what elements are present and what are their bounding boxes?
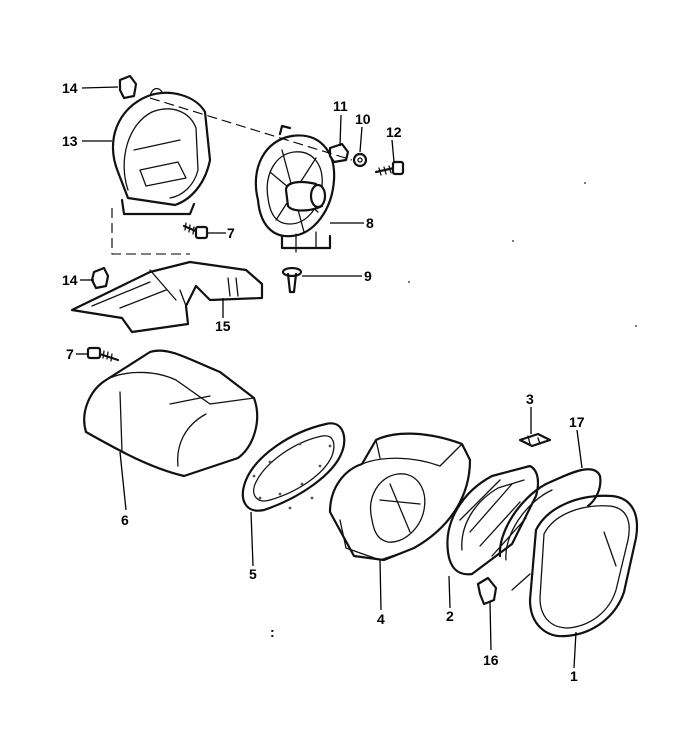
duct-bracket-part — [70, 260, 264, 334]
fan-housing-part — [328, 432, 472, 562]
callout-2: 2 — [446, 608, 454, 624]
bolt-7-upper-part — [182, 222, 209, 240]
scan-specks — [408, 182, 637, 327]
gasket-part — [241, 422, 346, 512]
bolt-12-part — [374, 160, 405, 176]
callout-14-lower: 14 — [62, 272, 78, 288]
nut-11-part — [328, 142, 350, 164]
bolt-7-lower-part — [86, 346, 120, 362]
callout-16: 16 — [483, 652, 499, 668]
leader-lines — [76, 86, 583, 669]
clip-14-upper-part — [118, 74, 138, 100]
callout-1: 1 — [570, 668, 578, 684]
callout-14-upper: 14 — [62, 80, 78, 96]
air-duct-part — [83, 349, 259, 478]
callout-labels: 14 13 11 10 12 8 7 9 14 15 7 6 5 4 3 17 … — [62, 80, 585, 684]
bracket-16-part — [476, 576, 498, 606]
stray-mark: : — [270, 624, 275, 640]
fan-shroud-part — [111, 87, 212, 216]
callout-13: 13 — [62, 133, 78, 149]
callout-17: 17 — [569, 414, 585, 430]
clip-14-lower-part — [90, 266, 110, 290]
callout-15: 15 — [215, 318, 231, 334]
cover-ring-part — [528, 494, 639, 638]
callout-10: 10 — [355, 111, 371, 127]
callout-8: 8 — [366, 215, 374, 231]
callout-3: 3 — [526, 391, 534, 407]
callout-11: 11 — [333, 98, 348, 114]
grille-frame-part — [446, 464, 540, 576]
plate-3-part — [518, 432, 552, 448]
alignment-lines — [111, 97, 353, 255]
seal-strip-part — [498, 468, 602, 591]
washer-10-part — [352, 152, 368, 168]
fan-motor-part — [254, 124, 336, 253]
callout-4: 4 — [377, 611, 385, 627]
callout-7-lower: 7 — [66, 346, 74, 362]
screw-9-part — [281, 266, 303, 294]
callout-9: 9 — [364, 268, 372, 284]
callout-5: 5 — [249, 566, 257, 582]
callout-6: 6 — [121, 512, 129, 528]
callout-12: 12 — [386, 124, 402, 140]
callout-7-upper: 7 — [227, 225, 235, 241]
